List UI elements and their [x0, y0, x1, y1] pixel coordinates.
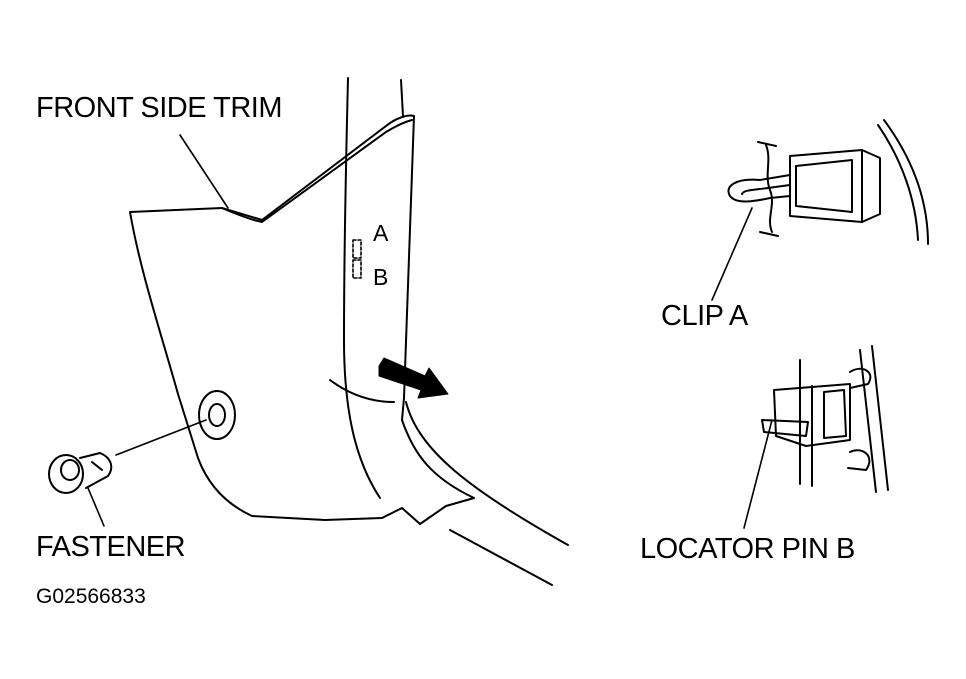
clip-a-icon [727, 119, 929, 245]
slot-markers [352, 239, 362, 279]
fastener-icon [48, 452, 113, 494]
front-side-trim-panel [129, 114, 475, 525]
direction-arrow-icon [378, 357, 449, 399]
locator-pin-b-label: LOCATOR PIN B [640, 533, 855, 565]
locator-pin-b-icon [761, 345, 889, 493]
slot-a-marker: A [373, 220, 389, 246]
pillar-edges [343, 77, 569, 586]
front-side-trim-label: FRONT SIDE TRIM [36, 92, 283, 124]
fastener-hole [198, 390, 236, 440]
fastener-label: FASTENER [36, 531, 186, 563]
figure-code: G02566833 [36, 585, 146, 608]
leader-lines [87, 134, 773, 529]
clip-a-label: CLIP A [661, 300, 748, 332]
slot-b-marker: B [373, 264, 389, 290]
